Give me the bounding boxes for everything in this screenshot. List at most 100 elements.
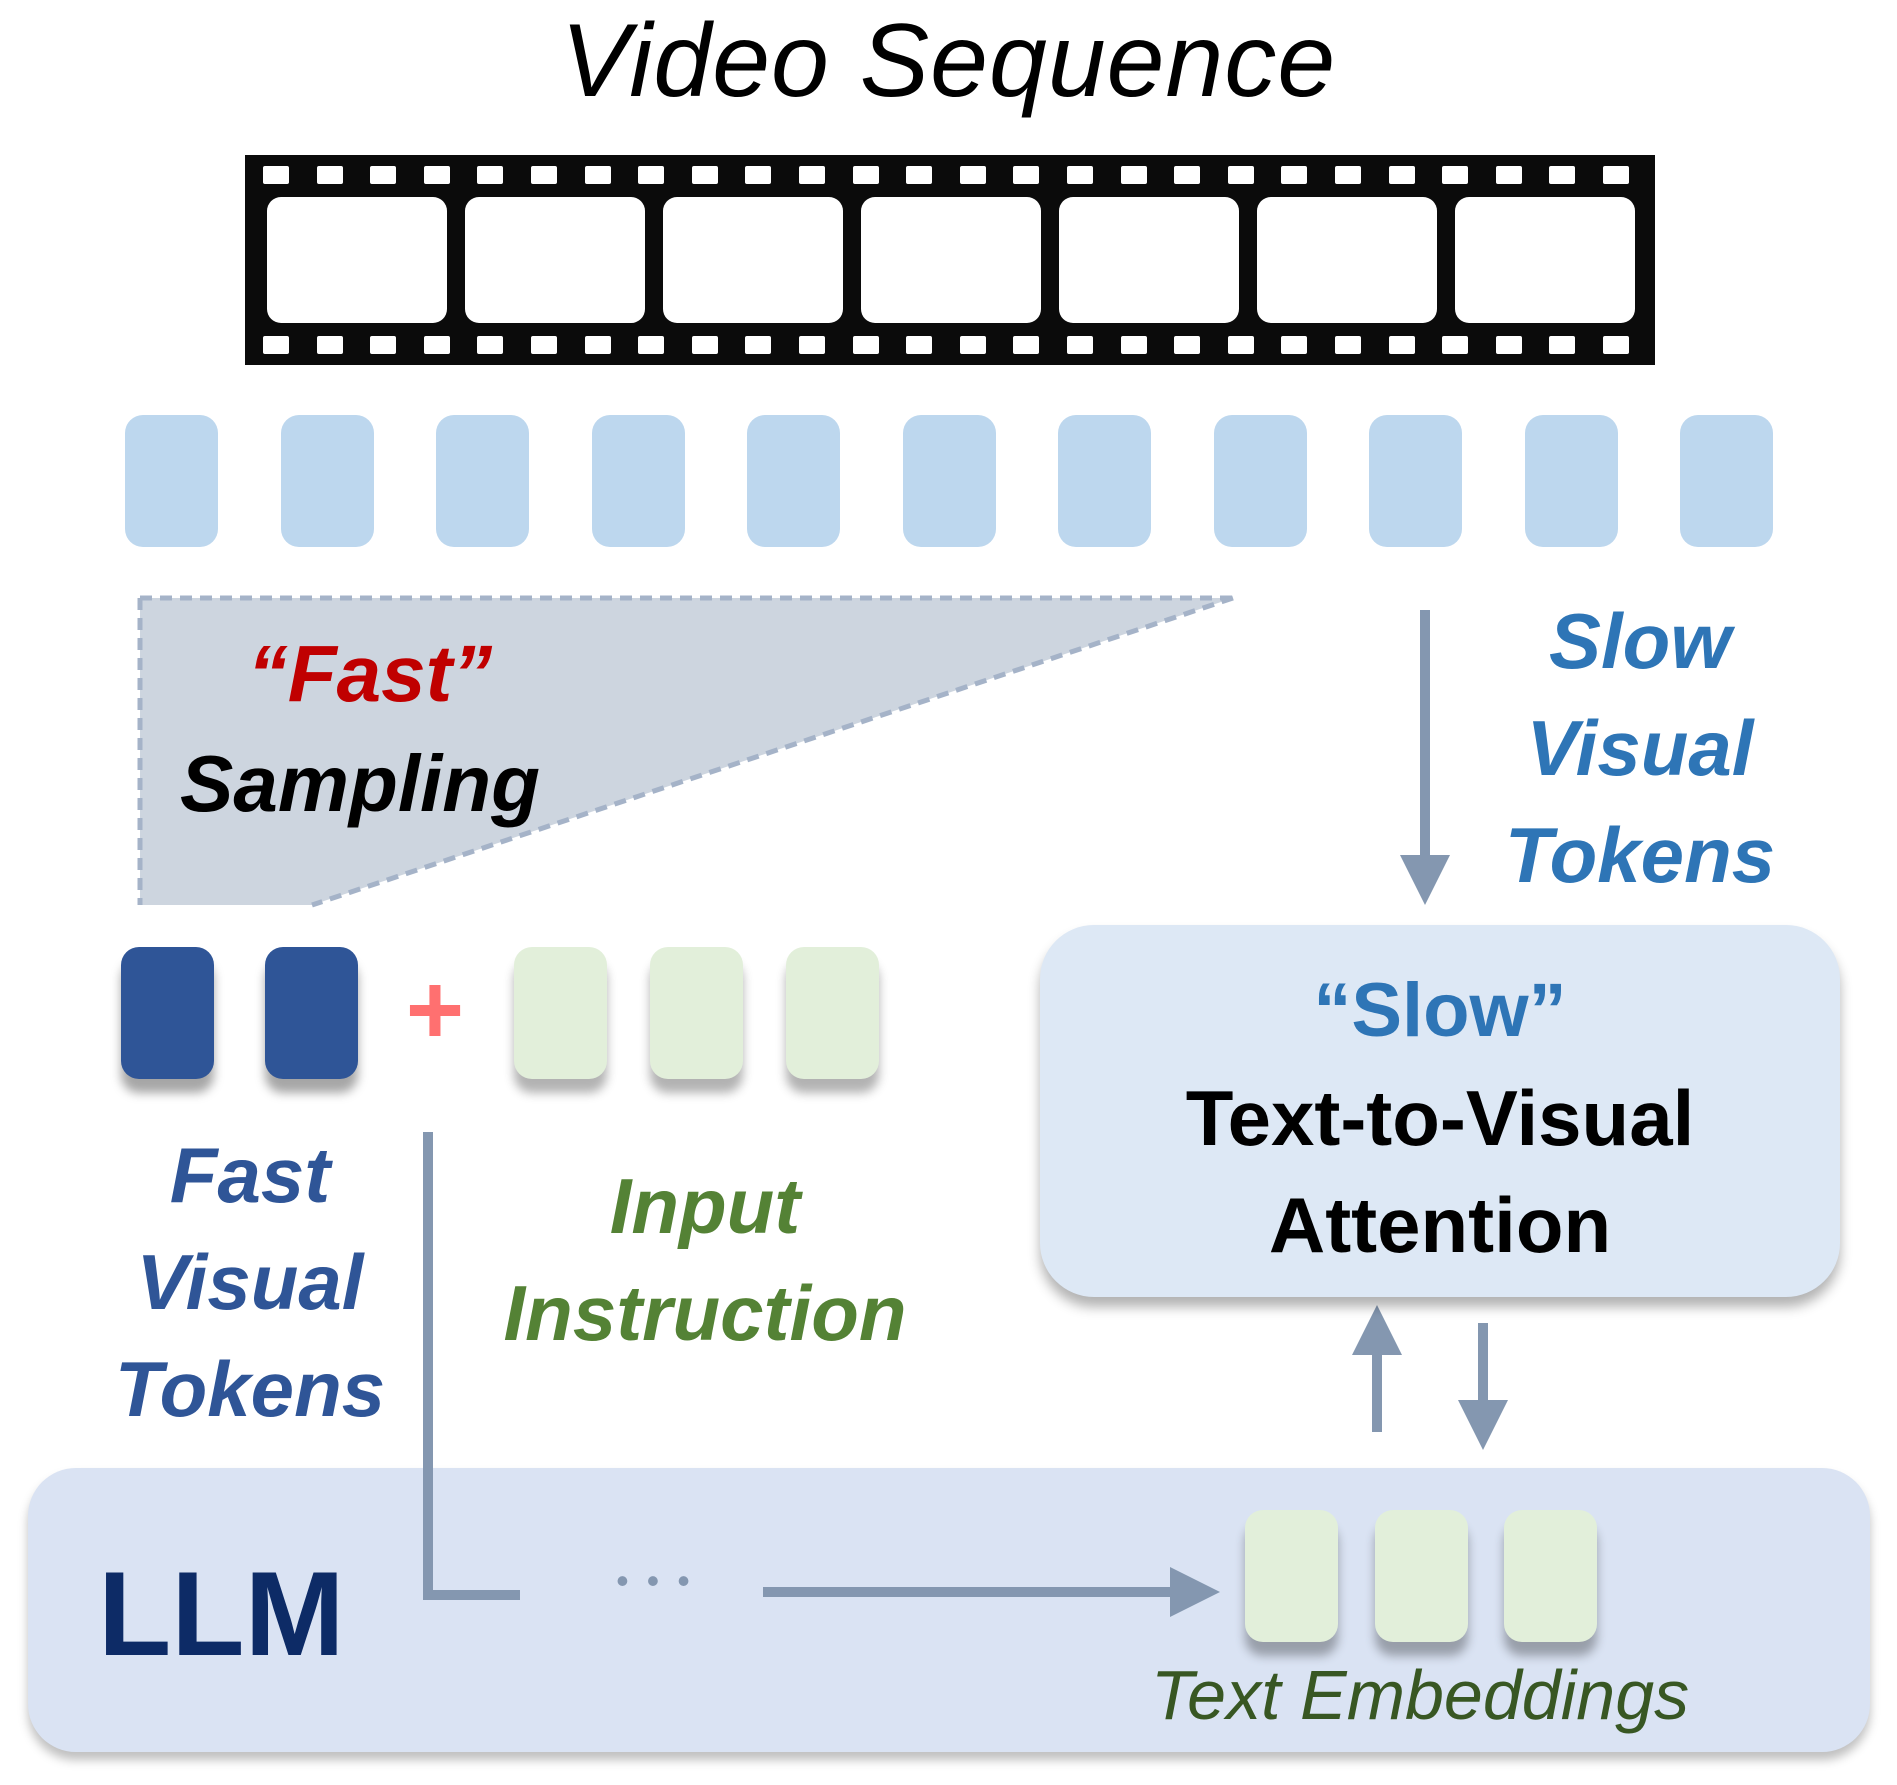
film-frame — [1059, 197, 1239, 323]
film-hole — [1174, 336, 1201, 354]
film-hole — [1388, 336, 1415, 354]
fast-line-1: Fast — [169, 1131, 331, 1219]
film-hole — [477, 336, 504, 354]
film-hole — [906, 166, 933, 184]
film-hole — [1120, 336, 1147, 354]
slow-visual-tokens-label: Slow Visual Tokens — [1480, 588, 1800, 909]
title: Video Sequence — [560, 3, 1337, 119]
film-hole — [1388, 166, 1415, 184]
film-hole — [1013, 336, 1040, 354]
fast-quoted-label: “Fast” — [247, 629, 493, 718]
instruction-line-1: Input — [609, 1162, 801, 1250]
film-frame — [861, 197, 1041, 323]
video-token — [591, 415, 685, 547]
film-hole — [477, 166, 504, 184]
instruction-token — [650, 947, 743, 1079]
instruction-line-2: Instruction — [503, 1269, 907, 1357]
video-token — [1524, 415, 1618, 547]
film-hole — [370, 166, 397, 184]
fast-line-3: Tokens — [114, 1345, 386, 1433]
text-embedding-token — [1375, 1510, 1468, 1642]
video-token — [280, 415, 374, 547]
film-hole — [691, 166, 718, 184]
film-hole — [906, 336, 933, 354]
film-hole — [638, 166, 665, 184]
plus-sign: + — [405, 954, 465, 1066]
video-token — [436, 415, 529, 547]
film-hole — [1335, 166, 1361, 184]
film-hole — [263, 336, 289, 354]
fast-visual-tokens-label: Fast Visual Tokens — [90, 1122, 410, 1443]
fast-visual-token — [121, 947, 214, 1079]
input-instruction-label: Input Instruction — [470, 1153, 940, 1367]
film-hole — [1335, 336, 1361, 354]
fast-line-2: Visual — [136, 1238, 364, 1326]
video-token — [1369, 415, 1462, 547]
text-embedding-token — [1504, 1510, 1597, 1642]
film-hole — [1227, 166, 1254, 184]
slow-line-3: Tokens — [1504, 811, 1776, 899]
ellipsis: • • • — [616, 1560, 694, 1601]
instruction-token — [786, 947, 879, 1079]
text-embedding-token — [1245, 1510, 1338, 1642]
film-frame — [267, 197, 447, 323]
film-hole — [531, 166, 557, 184]
attention-label: Attention — [1268, 1181, 1612, 1269]
film-hole — [1442, 336, 1469, 354]
film-strip-icon — [245, 155, 1655, 365]
film-hole — [745, 166, 772, 184]
film-hole — [263, 166, 289, 184]
film-frame — [663, 197, 843, 323]
film-hole — [799, 336, 825, 354]
film-hole — [1227, 336, 1254, 354]
slow-quoted-label: “Slow” — [1313, 968, 1567, 1053]
film-hole — [1495, 166, 1522, 184]
film-hole — [1174, 166, 1201, 184]
video-token — [1058, 415, 1151, 547]
flow-line-start — [423, 1132, 520, 1600]
film-hole — [1067, 336, 1093, 354]
film-hole — [959, 166, 986, 184]
video-token — [125, 415, 218, 547]
fast-visual-token — [265, 947, 358, 1079]
film-hole — [1442, 166, 1469, 184]
film-frame — [1257, 197, 1437, 323]
funnel-edge-diagonal — [311, 595, 1234, 908]
film-hole — [1603, 336, 1629, 354]
instruction-token — [514, 947, 607, 1079]
film-hole — [1120, 166, 1147, 184]
fast-sampling-funnel — [140, 598, 1233, 905]
film-hole — [852, 336, 879, 354]
film-hole — [423, 336, 450, 354]
film-hole — [852, 166, 879, 184]
video-token — [1213, 415, 1307, 547]
llm-label: LLM — [98, 1547, 345, 1681]
film-frame — [1455, 197, 1635, 323]
film-hole — [1281, 336, 1308, 354]
film-hole — [691, 336, 718, 354]
film-hole — [584, 336, 611, 354]
video-token — [1680, 415, 1773, 547]
slow-attention-box: “Slow” Text-to-Visual Attention — [1040, 925, 1840, 1297]
film-hole — [316, 166, 343, 184]
video-token — [747, 415, 840, 547]
film-hole — [584, 166, 611, 184]
film-hole — [531, 336, 557, 354]
film-hole — [1603, 166, 1629, 184]
text-embeddings-label: Text Embeddings — [1150, 1656, 1690, 1734]
film-hole — [1549, 336, 1576, 354]
sampling-label: Sampling — [179, 739, 541, 828]
film-hole — [1549, 166, 1576, 184]
film-frame — [465, 197, 645, 323]
film-hole — [799, 166, 825, 184]
text-to-visual-label: Text-to-Visual — [1185, 1074, 1695, 1162]
video-token — [902, 415, 996, 547]
film-hole — [370, 336, 397, 354]
film-hole — [423, 166, 450, 184]
slow-line-2: Visual — [1526, 704, 1754, 792]
film-hole — [959, 336, 986, 354]
film-hole — [316, 336, 343, 354]
